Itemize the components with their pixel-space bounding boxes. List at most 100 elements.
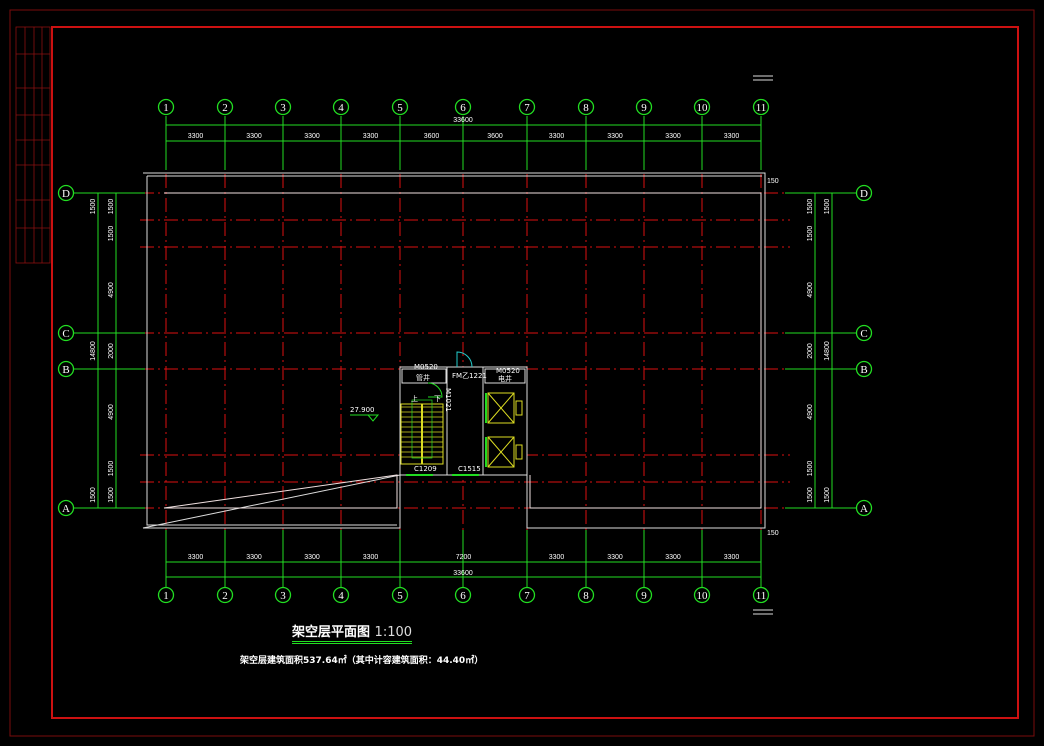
axis-label: 10 (697, 102, 709, 114)
dim-text: 3300 (665, 554, 681, 561)
axis-bubble-2 (216, 98, 234, 116)
axis-label: 6 (460, 102, 466, 114)
core-label: 下 (434, 395, 441, 403)
electric-shaft (484, 368, 526, 384)
dim-text: 3300 (607, 554, 623, 561)
axis-bubble-10 (693, 586, 711, 604)
dim-text: 3300 (246, 554, 262, 561)
dim-text: 1500 (807, 199, 814, 215)
stair-door-swing (427, 382, 443, 398)
dim-text: 3600 (487, 133, 503, 140)
axis-bubble-1 (157, 98, 175, 116)
axis-label: 8 (583, 102, 589, 114)
axis-bubble-4 (332, 586, 350, 604)
dim-text: 14800 (824, 341, 831, 361)
axis-bubble-4 (332, 98, 350, 116)
dim-text: 1500 (90, 487, 97, 503)
dim-text: 3300 (188, 554, 204, 561)
axis-label: 10 (697, 590, 709, 602)
core-label: C1515 (458, 465, 481, 473)
dim-text: 3300 (188, 133, 204, 140)
dim-text: 2000 (807, 343, 814, 359)
axis-bubble-A (57, 499, 75, 517)
title-text: 架空层平面图 (292, 625, 371, 640)
axis-bubble-11 (752, 98, 770, 116)
elevator-counterweight (515, 444, 523, 460)
axis-label: A (860, 503, 868, 515)
axis-label: 11 (756, 102, 767, 114)
axis-label: 1 (163, 590, 169, 602)
dim-text: 1500 (824, 487, 831, 503)
axis-bubble-9 (635, 586, 653, 604)
axis-bubble-1 (157, 586, 175, 604)
axis-label: 1 (163, 102, 169, 114)
axis-label: B (860, 364, 867, 376)
axis-bubble-7 (518, 98, 536, 116)
dim-text: 4900 (108, 282, 115, 298)
axis-label: 3 (280, 590, 286, 602)
dim-text: 3300 (724, 133, 740, 140)
core-label: M1021 (444, 388, 452, 412)
core-label: FM乙1221 (452, 372, 487, 380)
axis-label: 6 (460, 590, 466, 602)
axis-label: 4 (338, 102, 344, 114)
dim-text: 1500 (108, 226, 115, 242)
core-label: 27.900 (350, 406, 375, 414)
axis-bubble-9 (635, 98, 653, 116)
axis-label: B (62, 364, 69, 376)
pipe-shaft (401, 368, 447, 384)
elevator-cross (487, 436, 515, 468)
stair-arrow-path (411, 399, 433, 459)
axis-label: 9 (641, 102, 647, 114)
axis-label: 9 (641, 590, 647, 602)
core-label: 电井 (498, 374, 512, 383)
axis-label: D (860, 188, 868, 200)
axis-label: A (62, 503, 70, 515)
dim-text: 1500 (90, 199, 97, 215)
axis-label: 7 (524, 590, 530, 602)
axis-label: 3 (280, 102, 286, 114)
axis-bubble-5 (391, 98, 409, 116)
scale-text: 1:100 (374, 625, 413, 640)
dim-text: 2000 (108, 343, 115, 359)
dim-text: 33600 (453, 570, 473, 577)
dim-text: 1500 (807, 487, 814, 503)
dim-text: 3300 (549, 554, 565, 561)
axis-label: 7 (524, 102, 530, 114)
dim-text: 3300 (607, 133, 623, 140)
axis-bubble-3 (274, 98, 292, 116)
axis-bubble-3 (274, 586, 292, 604)
dim-text: 3300 (304, 133, 320, 140)
axis-bubble-B (57, 360, 75, 378)
axis-bubble-8 (577, 586, 595, 604)
elevator-car (487, 392, 515, 424)
area-note: 架空层建筑面积537.64㎡（其中计容建筑面积：44.40㎡） (240, 656, 484, 666)
drawing-title: 架空层平面图 1:100 (292, 621, 413, 644)
dim-text: 3300 (665, 133, 681, 140)
wall-offset-text: 150 (767, 178, 779, 185)
dim-text: 1500 (824, 199, 831, 215)
axis-bubble-10 (693, 98, 711, 116)
axis-bubble-7 (518, 586, 536, 604)
dim-text: 3300 (304, 554, 320, 561)
dim-text: 4900 (807, 404, 814, 420)
dim-text: 3300 (724, 554, 740, 561)
dim-text: 3300 (549, 133, 565, 140)
axis-bubble-8 (577, 98, 595, 116)
axis-bubble-B (855, 360, 873, 378)
axis-label: 4 (338, 590, 344, 602)
outer-border (9, 9, 1035, 737)
dim-text: 3300 (363, 133, 379, 140)
dim-text: 3300 (246, 133, 262, 140)
wall-offset-text: 150 (767, 530, 779, 537)
dim-text: 3300 (363, 554, 379, 561)
axis-bubble-6 (454, 586, 472, 604)
dim-text: 14800 (90, 341, 97, 361)
axis-label: 2 (222, 102, 228, 114)
core-label: 管井 (416, 373, 430, 382)
building-outline (142, 172, 766, 529)
elevation-mark (350, 414, 380, 422)
axis-label: 11 (756, 590, 767, 602)
